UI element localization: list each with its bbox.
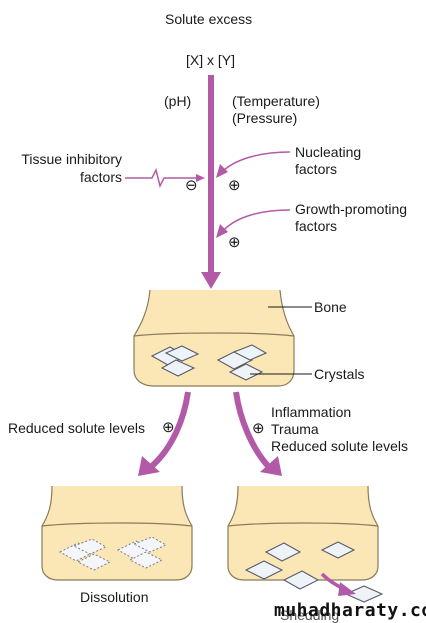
label-nucleating-1: Nucleating xyxy=(295,144,362,160)
label-product: [X] x [Y] xyxy=(186,52,236,68)
left-down-arrow xyxy=(149,391,191,469)
crystals-dissolving xyxy=(58,536,168,571)
right-down-arrow xyxy=(233,391,271,468)
inhibitory-arrow-head xyxy=(196,174,205,182)
label-reduced-left: Reduced solute levels xyxy=(8,420,145,436)
label-pressure: (Pressure) xyxy=(232,110,298,126)
inhibitory-line xyxy=(125,167,196,189)
label-growth-2: factors xyxy=(295,218,338,234)
right-down-arrow-head xyxy=(260,456,282,476)
label-bone: Bone xyxy=(314,299,347,315)
minus-sign-inhibitory: ⊖ xyxy=(185,177,198,194)
left-down-arrow-head xyxy=(138,456,160,476)
bone-shedding xyxy=(227,485,379,581)
label-inflammation: Inflammation xyxy=(271,404,352,420)
shedding-arrow-head xyxy=(338,582,356,596)
nucleating-arrow-head xyxy=(216,164,228,178)
watermark-text: muhadharaty.com xyxy=(274,600,426,621)
bone-upper xyxy=(133,289,295,387)
label-nucleating-2: factors xyxy=(295,161,338,177)
plus-sign-right: ⊕ xyxy=(252,420,265,437)
label-growth-1: Growth-promoting xyxy=(295,201,408,217)
plus-sign-growth: ⊕ xyxy=(228,234,241,251)
plus-sign-reduced-left: ⊕ xyxy=(162,419,175,436)
plus-sign-nucleating: ⊕ xyxy=(228,177,241,194)
label-tissue-inhibitory-2: factors xyxy=(79,169,122,185)
label-shedding: Shedding xyxy=(280,607,340,623)
growth-arrow xyxy=(221,209,291,233)
nucleating-arrow xyxy=(221,151,291,173)
label-temperature: (Temperature) xyxy=(232,93,320,109)
label-trauma: Trauma xyxy=(271,421,319,437)
label-ph: (pH) xyxy=(164,93,192,109)
crystals-shedding xyxy=(244,541,384,603)
label-dissolution: Dissolution xyxy=(80,589,149,605)
growth-arrow-head xyxy=(216,224,228,238)
label-reduced-right: Reduced solute levels xyxy=(271,438,408,454)
label-solute-excess: Solute excess xyxy=(165,11,253,27)
bone-dissolution xyxy=(41,485,193,581)
crystals-upper xyxy=(150,344,268,381)
label-crystals: Crystals xyxy=(314,366,365,382)
main-arrow-head xyxy=(201,272,221,289)
label-tissue-inhibitory-1: Tissue inhibitory xyxy=(21,151,122,167)
